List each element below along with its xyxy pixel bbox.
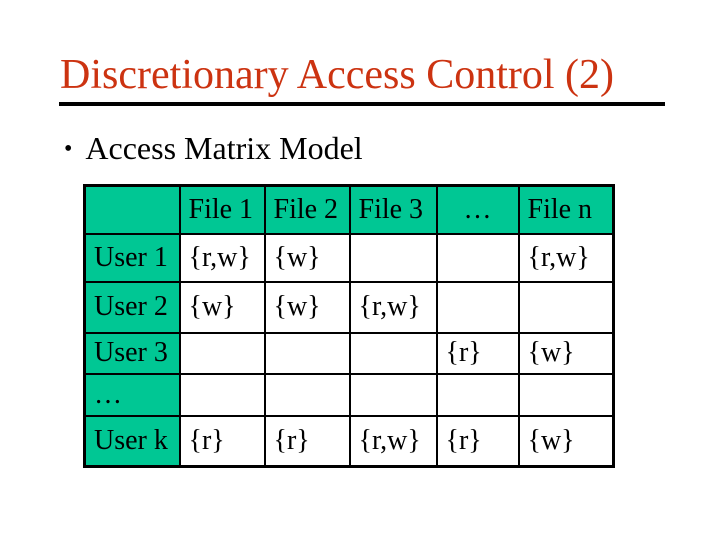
matrix-cell: {r} [435, 414, 520, 468]
matrix-cell: {w} [263, 232, 351, 283]
matrix-cell: {r,w} [348, 414, 438, 468]
matrix-cell: {w} [517, 331, 615, 375]
matrix-cell [178, 331, 266, 375]
matrix-cell [435, 372, 520, 417]
matrix-cell: {w} [517, 414, 615, 468]
row-header-user-1: User 1 [83, 232, 181, 283]
table-row-user-3: User 3 {r} {w} [83, 331, 615, 375]
matrix-cell [263, 372, 351, 417]
matrix-cell [517, 372, 615, 417]
matrix-cell [348, 372, 438, 417]
table-row-user-1: User 1 {r,w} {w} {r,w} [83, 232, 615, 283]
table-row-user-k: User k {r} {r} {r,w} {r} {w} [83, 414, 615, 468]
matrix-cell: {w} [263, 280, 351, 334]
matrix-cell: {r,w} [178, 232, 266, 283]
matrix-cell [178, 372, 266, 417]
table-row-user-2: User 2 {w} {w} {r,w} [83, 280, 615, 334]
matrix-cell: {r} [435, 331, 520, 375]
column-header-file-n: File n [517, 184, 615, 235]
table-row-ellipsis: … [83, 372, 615, 417]
table-header-row: File 1 File 2 File 3 … File n [83, 184, 615, 235]
matrix-cell [517, 280, 615, 334]
row-header-ellipsis: … [83, 372, 181, 417]
column-header-ellipsis: … [435, 184, 520, 235]
matrix-cell [348, 331, 438, 375]
column-header-file-1: File 1 [178, 184, 266, 235]
access-matrix-table: File 1 File 2 File 3 … File n User 1 {r,… [83, 184, 615, 468]
row-header-user-3: User 3 [83, 331, 181, 375]
matrix-cell [435, 280, 520, 334]
matrix-cell: {r,w} [348, 280, 438, 334]
matrix-cell [435, 232, 520, 283]
matrix-cell: {r,w} [517, 232, 615, 283]
matrix-cell: {r} [263, 414, 351, 468]
matrix-cell: {r} [178, 414, 266, 468]
matrix-cell [263, 331, 351, 375]
bullet-icon: • [64, 135, 73, 162]
bullet-text: Access Matrix Model [85, 130, 363, 166]
corner-cell [83, 184, 181, 235]
matrix-cell [348, 232, 438, 283]
page-title: Discretionary Access Control (2) [60, 52, 615, 98]
title-underline [59, 102, 665, 106]
column-header-file-2: File 2 [263, 184, 351, 235]
row-header-user-2: User 2 [83, 280, 181, 334]
column-header-file-3: File 3 [348, 184, 438, 235]
matrix-cell: {w} [178, 280, 266, 334]
bullet-item: • Access Matrix Model [64, 130, 363, 167]
row-header-user-k: User k [83, 414, 181, 468]
